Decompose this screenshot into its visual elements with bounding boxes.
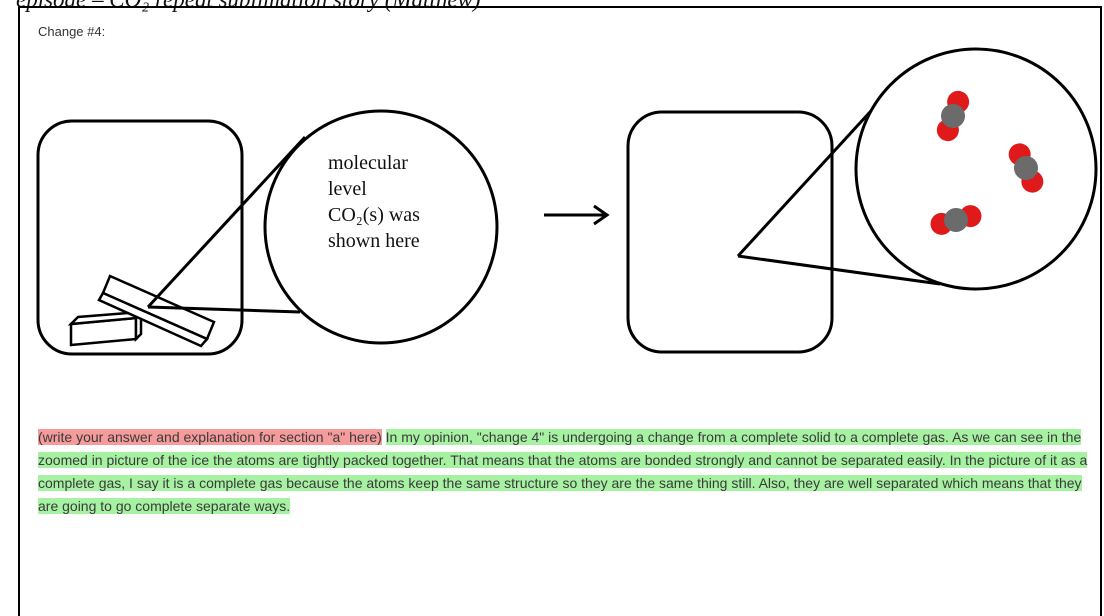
- change-diagram: [36, 47, 1098, 356]
- zoom-line-upper: [146, 135, 307, 309]
- bubble-text: molecular level CO₂(s) was shown here: [328, 150, 420, 254]
- left-magnify-circle: [263, 109, 499, 345]
- bubble-line: molecular: [328, 152, 408, 174]
- answer-prompt: (write your answer and explanation for s…: [38, 429, 382, 445]
- bubble-line: level: [328, 178, 367, 200]
- arrow-icon: [544, 204, 610, 226]
- answer-paragraph: (write your answer and explanation for s…: [38, 426, 1088, 518]
- content-frame: [18, 6, 1102, 616]
- bubble-line: shown here: [328, 230, 420, 252]
- zoom-line-lower-right: [737, 254, 941, 286]
- bubble-line: CO₂(s) was: [328, 204, 420, 226]
- co2-molecule: [930, 205, 982, 235]
- co2-molecule: [1008, 143, 1044, 193]
- right-magnify-circle: [854, 47, 1098, 291]
- zoom-line-upper-right: [736, 98, 883, 258]
- change-label: Change #4:: [38, 24, 106, 39]
- dry-ice-slabs: [67, 274, 216, 348]
- co2-molecule: [936, 90, 970, 142]
- right-container: [626, 110, 834, 354]
- zoom-line-lower: [147, 305, 301, 314]
- left-container: [36, 119, 244, 356]
